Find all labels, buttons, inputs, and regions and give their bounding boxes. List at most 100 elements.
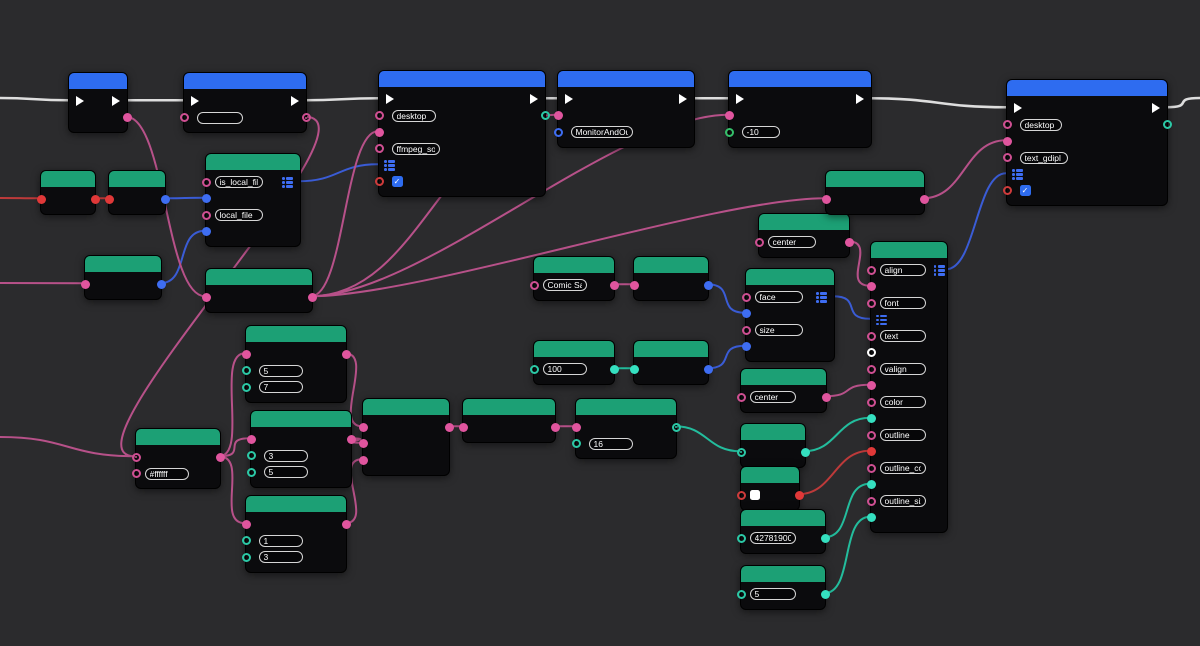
node-title[interactable] (85, 256, 161, 272)
value-field[interactable] (879, 264, 926, 277)
value-field[interactable] (754, 291, 803, 304)
exec-pin[interactable] (1014, 103, 1022, 114)
dot-pin[interactable] (866, 381, 876, 391)
wire-teal[interactable] (803, 416, 871, 453)
node-make-string-comic[interactable] (529, 256, 619, 301)
ring-pin[interactable] (866, 331, 876, 341)
value-field[interactable] (391, 109, 436, 122)
value-field[interactable] (749, 532, 796, 545)
dot-pin[interactable] (741, 342, 751, 352)
value-field[interactable] (754, 324, 803, 337)
node-create-input-left[interactable]: ✓ (374, 70, 550, 197)
value-field[interactable] (741, 126, 780, 139)
node-title[interactable] (741, 424, 805, 440)
dot-pin[interactable] (201, 292, 211, 302)
node-title[interactable] (741, 510, 825, 526)
dot-pin[interactable] (629, 280, 639, 290)
dot-pin[interactable] (866, 414, 876, 424)
ring-pin[interactable] (1162, 120, 1172, 130)
node-substring-3[interactable] (241, 495, 351, 573)
node-title[interactable] (1007, 80, 1167, 96)
node-set-monitor[interactable] (553, 70, 695, 148)
value-field[interactable] (263, 466, 308, 479)
node-set-volume[interactable] (724, 70, 872, 148)
node-title[interactable] (741, 369, 826, 385)
node-title[interactable] (136, 429, 220, 445)
value-field[interactable] (196, 111, 243, 124)
exec-pin[interactable] (565, 94, 573, 105)
ringdot-pin[interactable] (131, 452, 141, 462)
dot-pin[interactable] (919, 194, 929, 204)
node-uuid[interactable] (68, 72, 132, 133)
wire-white[interactable] (0, 96, 70, 102)
exec-pin[interactable] (856, 94, 864, 105)
wire-pink[interactable] (922, 139, 1007, 200)
exec-pin[interactable] (736, 94, 744, 105)
node-title[interactable] (746, 269, 834, 285)
node-title[interactable] (871, 242, 947, 258)
wire-blue[interactable] (706, 283, 746, 314)
ring-pin[interactable] (131, 469, 141, 479)
checkbox-unchecked[interactable] (749, 490, 760, 501)
ring-pin[interactable] (241, 536, 251, 546)
dot-pin[interactable] (458, 422, 468, 432)
node-title[interactable] (534, 341, 614, 357)
checkbox-checked[interactable]: ✓ (391, 176, 403, 188)
value-field[interactable] (879, 429, 926, 442)
value-field[interactable] (588, 437, 633, 450)
list-pin-icon[interactable] (384, 160, 395, 171)
ring-pin[interactable] (201, 177, 211, 187)
node-tojson-d[interactable] (629, 340, 713, 385)
list-pin-icon[interactable] (816, 292, 827, 303)
node-title[interactable] (634, 257, 708, 273)
node-map-create-left[interactable] (201, 153, 301, 247)
ring-pin[interactable] (736, 533, 746, 543)
node-tojson-b[interactable] (80, 255, 166, 300)
ring-pin[interactable] (736, 392, 746, 402)
node-title[interactable] (558, 71, 694, 87)
wire-pink[interactable] (218, 455, 246, 525)
node-title[interactable] (246, 326, 346, 342)
node-make-string-center-top[interactable] (754, 213, 854, 258)
dot-pin[interactable] (609, 280, 619, 290)
list-pin-icon[interactable] (876, 315, 887, 326)
wire-pink[interactable] (344, 352, 363, 428)
wire-pink[interactable] (344, 458, 363, 525)
exec-pin[interactable] (530, 94, 538, 105)
wire-blue[interactable] (945, 172, 1007, 271)
wire-teal[interactable] (823, 515, 871, 595)
list-pin-icon[interactable] (1012, 169, 1023, 180)
list-pin-icon[interactable] (934, 265, 945, 276)
node-substring-1[interactable] (241, 325, 351, 403)
ring-pin[interactable] (246, 467, 256, 477)
wire-blue[interactable] (159, 229, 206, 285)
value-field[interactable] (258, 551, 303, 564)
dot-pin[interactable] (1002, 136, 1012, 146)
dot-pin[interactable] (201, 194, 211, 204)
node-make-int-5[interactable] (736, 565, 830, 610)
exec-pin[interactable] (386, 94, 394, 105)
dot-pin[interactable] (553, 111, 563, 121)
value-field[interactable] (749, 588, 796, 601)
wire-pink[interactable] (847, 240, 871, 287)
dot-pin[interactable] (820, 533, 830, 543)
wire-teal[interactable] (823, 482, 871, 539)
node-map-create-right[interactable] (741, 268, 835, 362)
wire-pink[interactable] (0, 436, 136, 458)
node-tojson-c[interactable] (629, 256, 713, 301)
dot-pin[interactable] (444, 422, 454, 432)
wire-pink[interactable] (310, 197, 826, 298)
wire-red[interactable] (797, 449, 871, 496)
dot-pin[interactable] (724, 111, 734, 121)
wire-pink[interactable] (218, 352, 246, 458)
value-field[interactable] (258, 534, 303, 547)
node-title[interactable] (534, 257, 614, 273)
node-title[interactable] (826, 171, 924, 187)
node-unwrap-option[interactable] (736, 423, 810, 468)
ring-pin[interactable] (241, 552, 251, 562)
ring-pin[interactable] (866, 430, 876, 440)
dot-pin[interactable] (241, 519, 251, 529)
value-field[interactable] (144, 467, 189, 480)
node-format-string-hex[interactable] (458, 398, 560, 443)
node-substring-2[interactable] (246, 410, 356, 488)
